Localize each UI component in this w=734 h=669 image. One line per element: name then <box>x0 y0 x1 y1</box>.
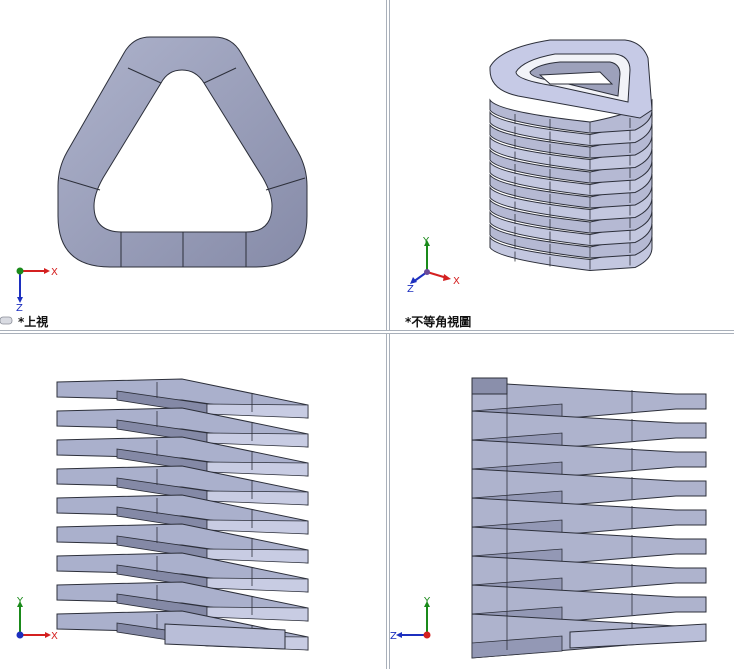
coil-right <box>471 377 707 659</box>
coil-turn <box>489 173 653 209</box>
coil-turn <box>489 198 653 234</box>
coil-turn <box>489 135 653 172</box>
axis-y-label: Y <box>422 236 430 247</box>
triad-top <box>16 267 50 303</box>
triad-isometric <box>410 240 451 284</box>
triad-right <box>396 601 431 639</box>
axis-z-label: Z <box>16 303 23 314</box>
isometric-view-canvas: Y X Z <box>407 39 653 295</box>
front-view-canvas: Y X <box>16 378 309 651</box>
coil-turn <box>489 160 653 197</box>
axis-x-label: X <box>453 276 460 287</box>
triad-front <box>16 601 51 639</box>
view-label-top: *上視 <box>18 315 49 329</box>
segment-edges <box>59 67 306 267</box>
axis-z-label: Z <box>407 284 414 295</box>
viewport-top[interactable]: X Z *上視 <box>0 0 386 330</box>
coil-turn <box>489 223 653 259</box>
viewport-right[interactable]: Y Z <box>390 334 734 669</box>
axis-x-label: X <box>51 631 58 642</box>
right-view-canvas: Y Z <box>390 377 707 659</box>
axis-y-label: Y <box>16 596 24 607</box>
viewport-isometric[interactable]: Y X Z *不等角視圖 <box>390 0 734 330</box>
coil-turn <box>489 123 653 159</box>
viewport-divider-horizontal[interactable] <box>0 330 734 334</box>
coil-turn <box>489 210 653 247</box>
coil-stack <box>489 98 653 272</box>
coil-turn <box>489 185 653 222</box>
axis-x-label: X <box>51 267 58 278</box>
coil-turn <box>489 148 653 184</box>
viewport-divider-vertical[interactable] <box>386 0 390 669</box>
spring-top-profile <box>57 36 308 268</box>
axis-y-label: Y <box>423 596 431 607</box>
view-orientation-icon <box>0 316 13 325</box>
top-view-canvas: X Z <box>0 36 308 325</box>
axis-z-label: Z <box>390 631 397 642</box>
view-label-isometric: *不等角視圖 <box>405 315 472 329</box>
coil-front <box>56 378 309 651</box>
viewport-front[interactable]: Y X <box>0 334 386 669</box>
coil-turn <box>489 110 653 147</box>
coil-turn <box>489 235 653 272</box>
